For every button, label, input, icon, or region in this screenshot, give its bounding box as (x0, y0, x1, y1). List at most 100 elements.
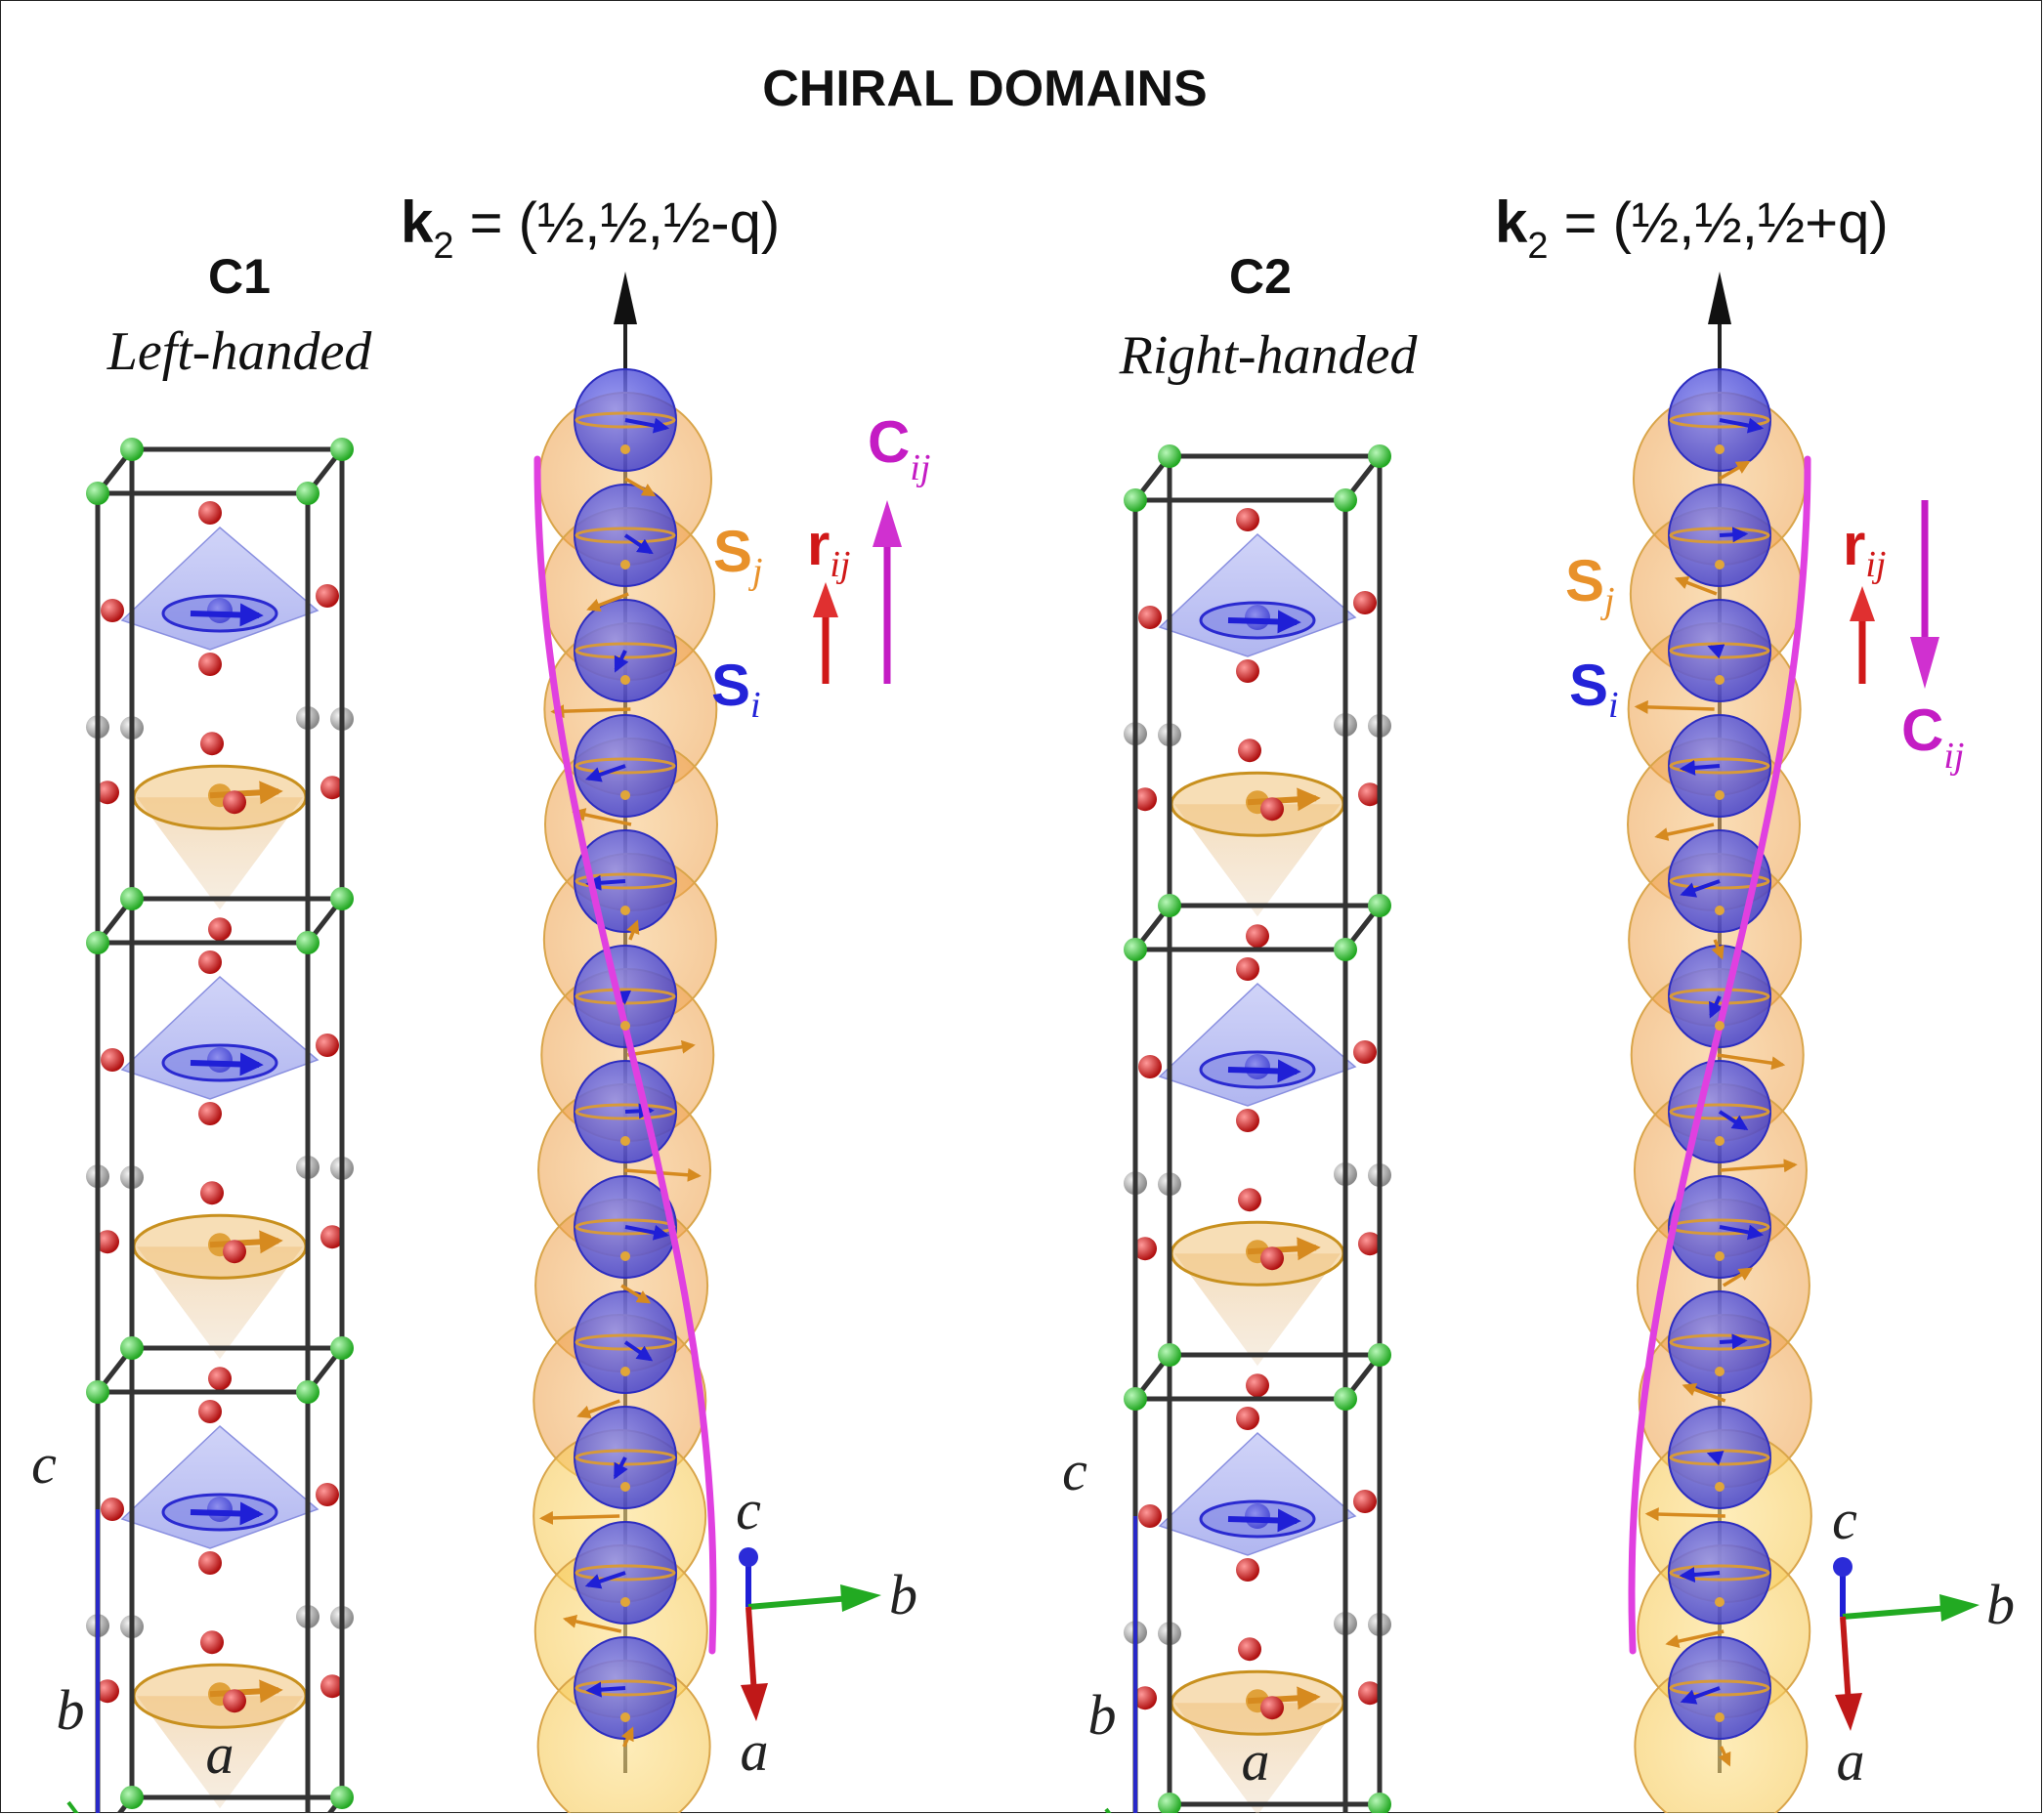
spin-i-orbit (575, 872, 676, 890)
corner-atom (296, 482, 319, 505)
spin-arrow-blue (190, 603, 264, 627)
spin-j-arrow (572, 808, 632, 826)
crystal-cell-c1 (66, 438, 354, 1813)
spin-j-arrow (620, 1284, 652, 1304)
spin-j-arrow (1654, 823, 1715, 841)
svg-text:Sj: Sj (713, 519, 763, 592)
r-vector-label-c1: rij (807, 512, 850, 585)
handedness-label-c2: Right-handed (1119, 325, 1419, 386)
oxygen-atom (198, 1102, 222, 1125)
oxygen-atom (96, 781, 119, 805)
mn-pyramid-blue (120, 975, 319, 1100)
corner-atom (1368, 444, 1391, 468)
spin-j-arrow (538, 1510, 620, 1525)
spin-arrow-blue (1227, 1508, 1301, 1533)
oxygen-atom (200, 732, 224, 756)
r-vector-label-c2: rij (1843, 512, 1886, 585)
axis-node (1715, 906, 1725, 915)
svg-text:Sj: Sj (1565, 548, 1615, 621)
spin-i-arrow (623, 533, 654, 555)
spin-i-arrow (1680, 879, 1721, 898)
spin-i-orbit (1669, 757, 1770, 775)
c-vector-arrow-c1 (873, 500, 902, 684)
oxygen-atom (320, 1674, 344, 1699)
axis-node (1715, 790, 1725, 800)
oxygen-atom (101, 1498, 124, 1521)
corner-atom (1158, 1793, 1181, 1813)
oxygen-atom (1138, 1055, 1162, 1078)
oxygen-atom (320, 1225, 344, 1249)
spin-i-orbit (1669, 1333, 1770, 1351)
mn-cone-orange (1170, 1220, 1345, 1367)
mn-atom-blue (207, 1047, 233, 1073)
axis-node (620, 1597, 630, 1607)
oxygen-atom (198, 950, 222, 974)
oxygen-atom (1236, 957, 1259, 981)
spin-i-arrow (624, 417, 670, 434)
axis-node (620, 444, 630, 454)
cell-axis-b-line (66, 1800, 79, 1813)
spin-i-arrow (1680, 1686, 1721, 1705)
corner-atom (1124, 488, 1147, 512)
spin-i-orbit (1669, 527, 1770, 544)
oxygen-atom (1138, 1504, 1162, 1528)
frame-axis-b-label-c1: b (889, 1563, 917, 1626)
cell-axis-b-label-c2: b (1088, 1683, 1117, 1747)
spin-i-orbit (1669, 1564, 1770, 1582)
axis-node (1715, 1021, 1725, 1031)
mn-cone-orange (1170, 771, 1345, 917)
svg-text:Si: Si (711, 653, 761, 726)
corner-atom (330, 1336, 354, 1360)
svg-text:Cij: Cij (1901, 697, 1964, 777)
spin-j-arrow (1722, 1267, 1754, 1287)
mn-cone-orange (132, 1213, 308, 1360)
spin-i-arrow (1719, 417, 1765, 434)
spin-j-label-c1: Sj (713, 519, 763, 592)
spin-j-arrow (586, 592, 629, 612)
spin-j-arrow (1682, 1382, 1726, 1403)
spin-helix-c2 (1627, 272, 1812, 1813)
cell-axis-c-label-c1: c (31, 1432, 57, 1496)
spin-j-arrow (1634, 699, 1715, 714)
handedness-label-c1: Left-handed (106, 321, 373, 382)
spin-i-orbit (1669, 872, 1770, 890)
oxygen-atom (1238, 739, 1261, 763)
oxygen-atom (1246, 924, 1269, 949)
spin-arrow-orange (1247, 787, 1321, 812)
frame-axis-a-label-c1: a (741, 1719, 769, 1783)
cell-axis-b-label-c1: b (57, 1678, 85, 1742)
spin-i-arrow (1679, 1567, 1721, 1583)
frame-axis-b-label-c2: b (1986, 1573, 2015, 1636)
spin-j-arrow (1665, 1629, 1725, 1649)
spin-i-label-c2: Si (1569, 653, 1619, 726)
oxygen-atom (96, 1679, 119, 1704)
oxygen-atom (1260, 1246, 1284, 1271)
mn-pyramid-blue (120, 526, 319, 651)
svg-text:k2 = (½,½,½-q): k2 = (½,½,½-q) (401, 190, 780, 267)
oxygen-atom (1238, 1637, 1261, 1662)
oxygen-atom (200, 1181, 224, 1205)
svg-text:Cij: Cij (868, 409, 930, 488)
k-vector-label-c2: k2 = (½,½,½+q) (1495, 190, 1889, 267)
spin-i-orbit (1669, 1679, 1770, 1697)
oxygen-atom (1133, 1237, 1157, 1261)
corner-atom (86, 931, 109, 954)
mn-atom-blue (1245, 605, 1270, 630)
oxygen-atom (101, 1048, 124, 1072)
oxygen-atom (223, 1240, 246, 1264)
spin-i-orbit (575, 411, 676, 429)
oxygen-atom (1353, 591, 1377, 614)
spin-i-label-c1: Si (711, 653, 761, 726)
oxygen-atom (1246, 1373, 1269, 1398)
spin-i-orbit (575, 1103, 676, 1120)
c-vector-arrow-c2 (1910, 500, 1939, 689)
spin-j-arrow (620, 1726, 634, 1748)
oxygen-atom (223, 790, 246, 815)
spin-i-arrow (1719, 527, 1749, 543)
oxygen-atom (1236, 508, 1259, 531)
mn-pyramid-blue (1158, 982, 1357, 1107)
spin-i-orbit (575, 757, 676, 775)
crystal-cell-c2 (1104, 444, 1391, 1813)
spin-i-arrow (585, 764, 626, 782)
